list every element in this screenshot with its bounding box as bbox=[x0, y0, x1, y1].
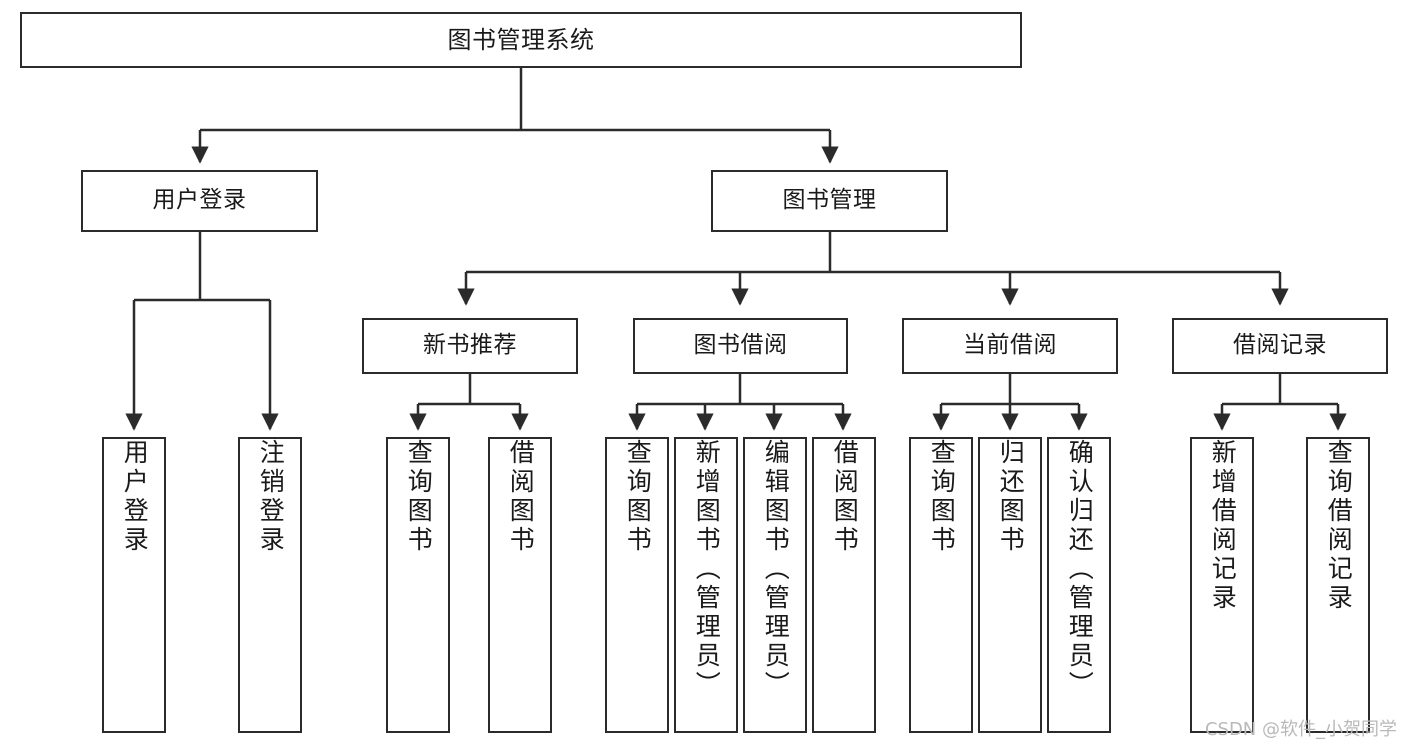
node-label: 编辑图书（管理员） bbox=[761, 439, 791, 700]
node-leaf-add-borrow-record[interactable]: 新增借阅记录 bbox=[1190, 437, 1254, 733]
node-leaf-logout-login[interactable]: 注销登录 bbox=[238, 437, 302, 733]
node-label: 用户登录 bbox=[120, 439, 150, 555]
node-leaf-query-book-current[interactable]: 查询图书 bbox=[909, 437, 973, 733]
node-leaf-add-book-admin[interactable]: 新增图书（管理员） bbox=[674, 437, 738, 733]
node-book-borrow[interactable]: 图书借阅 bbox=[633, 318, 848, 374]
node-label: 图书管理系统 bbox=[447, 25, 595, 54]
node-label: 用户登录 bbox=[152, 187, 247, 214]
node-label: 查询借阅记录 bbox=[1324, 439, 1354, 613]
node-leaf-confirm-return-admin[interactable]: 确认归还（管理员） bbox=[1047, 437, 1111, 733]
node-label: 图书借阅 bbox=[693, 332, 788, 359]
node-root-book-management-system[interactable]: 图书管理系统 bbox=[20, 12, 1022, 68]
node-label: 查询图书 bbox=[927, 439, 957, 555]
node-label: 借阅图书 bbox=[830, 439, 860, 555]
node-leaf-query-book-recommend[interactable]: 查询图书 bbox=[386, 437, 450, 733]
node-leaf-query-borrow-record[interactable]: 查询借阅记录 bbox=[1306, 437, 1370, 733]
node-label: 当前借阅 bbox=[963, 332, 1057, 359]
node-leaf-return-book[interactable]: 归还图书 bbox=[978, 437, 1042, 733]
node-leaf-borrow-book[interactable]: 借阅图书 bbox=[812, 437, 876, 733]
node-new-book-recommend[interactable]: 新书推荐 bbox=[362, 318, 578, 374]
node-label: 图书管理 bbox=[782, 187, 877, 214]
node-leaf-query-book-borrow[interactable]: 查询图书 bbox=[605, 437, 669, 733]
node-book-management[interactable]: 图书管理 bbox=[711, 170, 948, 232]
csdn-watermark: CSDN @软件_小贺同学 bbox=[1204, 719, 1397, 740]
node-label: 借阅记录 bbox=[1233, 332, 1327, 359]
node-label: 确认归还（管理员） bbox=[1065, 439, 1095, 700]
node-label: 查询图书 bbox=[623, 439, 653, 555]
node-label: 新增图书（管理员） bbox=[692, 439, 722, 700]
node-label: 归还图书 bbox=[996, 439, 1026, 555]
node-label: 借阅图书 bbox=[506, 439, 536, 555]
node-label: 查询图书 bbox=[404, 439, 434, 555]
node-borrow-record[interactable]: 借阅记录 bbox=[1172, 318, 1388, 374]
node-current-borrow[interactable]: 当前借阅 bbox=[902, 318, 1118, 374]
node-leaf-edit-book-admin[interactable]: 编辑图书（管理员） bbox=[743, 437, 807, 733]
node-leaf-user-login[interactable]: 用户登录 bbox=[102, 437, 166, 733]
node-leaf-borrow-book-recommend[interactable]: 借阅图书 bbox=[488, 437, 552, 733]
node-label: 新增借阅记录 bbox=[1208, 439, 1238, 613]
node-label: 注销登录 bbox=[256, 439, 286, 555]
node-user-login[interactable]: 用户登录 bbox=[81, 170, 318, 232]
node-label: 新书推荐 bbox=[423, 332, 517, 359]
